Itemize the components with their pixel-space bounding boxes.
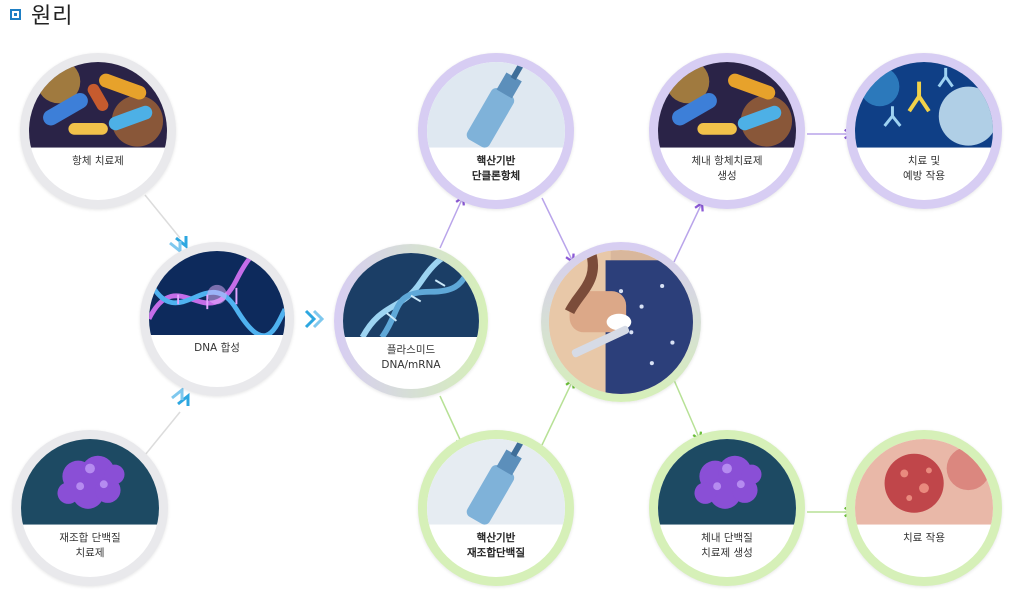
- node-label: 재조합단백질: [467, 546, 525, 559]
- node-treatment-prevention: 치료 및 예방 작용: [846, 53, 1002, 209]
- chevron-up-icon: [171, 386, 190, 406]
- dna-helix-image: [149, 251, 285, 336]
- node-label: 핵산기반: [476, 531, 516, 544]
- node-in-vivo-antibody: 체내 항체치료제 생성: [649, 53, 805, 209]
- node-label: 핵산기반: [476, 154, 516, 167]
- node-label: 치료 및: [907, 154, 941, 167]
- node-recombinant-protein-therapeutic: 재조합 단백질 치료제: [12, 430, 168, 586]
- section-header: 원리: [10, 0, 74, 29]
- node-label: 치료 작용: [903, 531, 945, 544]
- section-title: 원리: [31, 4, 74, 29]
- connector-arrow: [439, 197, 463, 249]
- vial-image: [427, 439, 565, 525]
- dna-helix-image: [343, 253, 479, 338]
- protein-image: [658, 439, 796, 525]
- node-label: 항체 치료제: [72, 154, 124, 167]
- node-label: 단클론항체: [471, 169, 521, 182]
- node-label: 예방 작용: [903, 169, 945, 182]
- node-label: 치료제: [75, 546, 105, 559]
- protein-image: [21, 439, 159, 525]
- node-vaccination: [541, 242, 701, 402]
- node-antibody-therapeutic: 항체 치료제: [20, 53, 176, 209]
- cell-image: [855, 439, 993, 525]
- node-dna-synthesis: DNA 합성: [140, 242, 294, 396]
- node-label: DNA 합성: [194, 342, 240, 355]
- double-chevron-right-icon: [304, 309, 325, 329]
- node-label: 체내 항체치료제: [691, 154, 763, 167]
- bacteria-image: [658, 62, 796, 148]
- node-nucleic-monoclonal-antibody: 핵산기반 단클론항체: [418, 53, 574, 209]
- square-bullet-icon: [10, 8, 21, 20]
- connector-arrow: [439, 395, 463, 446]
- antibody-cell-image: [855, 62, 993, 148]
- node-label: DNA/mRNA: [381, 359, 441, 372]
- node-label: 재조합 단백질: [59, 531, 121, 544]
- bacteria-image: [29, 62, 167, 148]
- node-label: 체내 단백질: [701, 531, 753, 544]
- node-in-vivo-protein: 체내 단백질 치료제 생성: [649, 430, 805, 586]
- vial-image: [427, 62, 565, 148]
- node-treatment: 치료 작용: [846, 430, 1002, 586]
- injection-image: [549, 250, 693, 394]
- node-label: 생성: [717, 169, 737, 182]
- node-label: 치료제 생성: [701, 546, 753, 559]
- node-plasmid: 플라스미드 DNA/mRNA: [334, 244, 488, 398]
- node-nucleic-recombinant-protein: 핵산기반 재조합단백질: [418, 430, 574, 586]
- node-label: 플라스미드: [386, 344, 436, 357]
- connector-line: [144, 194, 181, 239]
